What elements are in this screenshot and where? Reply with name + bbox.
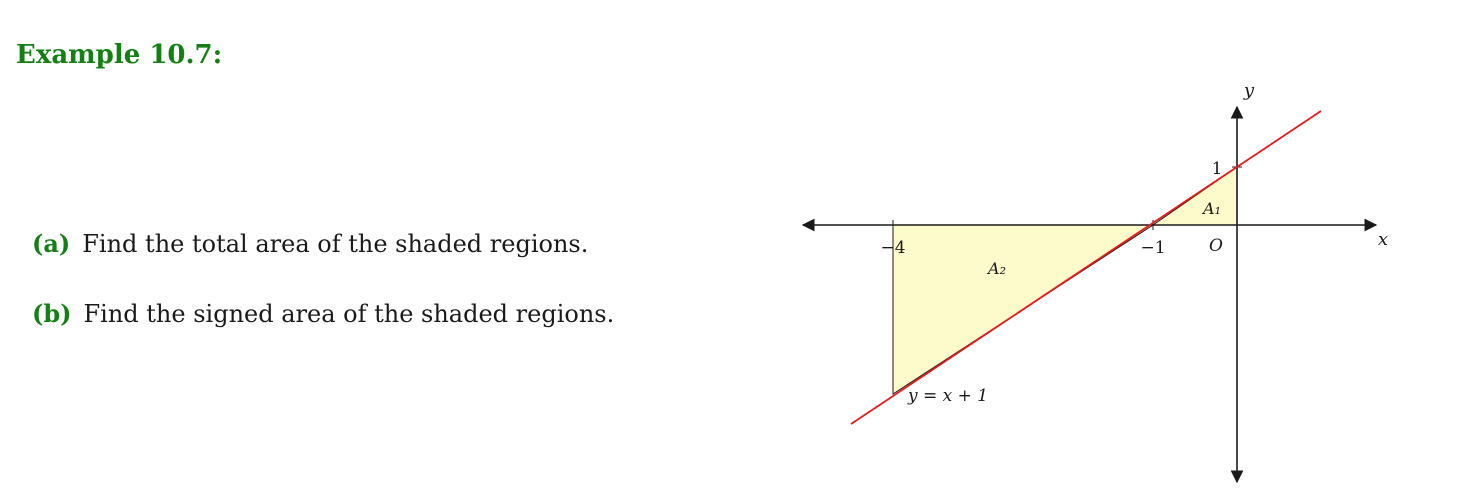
- question-a: (a) Find the total area of the shaded reg…: [32, 229, 588, 258]
- y-axis-label: y: [1243, 80, 1255, 101]
- tick-label-x-neg1: −1: [1140, 238, 1165, 258]
- region-label-a1: A₁: [1201, 199, 1221, 218]
- area-figure: y x O 1 −1 −4 A₁ A₂ y = x + 1: [801, 80, 1388, 484]
- line-y-equals-x-plus-1: [850, 110, 1322, 425]
- question-b: (b) Find the signed area of the shaded re…: [32, 299, 614, 328]
- question-b-part-label: (b): [32, 299, 72, 328]
- question-b-text: Find the signed area of the shaded regio…: [83, 300, 615, 328]
- origin-label: O: [1209, 236, 1223, 256]
- line-equation-label: y = x + 1: [907, 386, 988, 406]
- example-heading: Example 10.7:: [16, 40, 223, 70]
- question-a-part-label: (a): [32, 229, 71, 258]
- tick-label-y-1: 1: [1212, 159, 1223, 179]
- question-a-text: Find the total area of the shaded region…: [82, 230, 589, 258]
- region-label-a2: A₂: [986, 259, 1006, 278]
- x-axis-label: x: [1378, 229, 1388, 250]
- tick-label-x-neg4: −4: [880, 238, 905, 258]
